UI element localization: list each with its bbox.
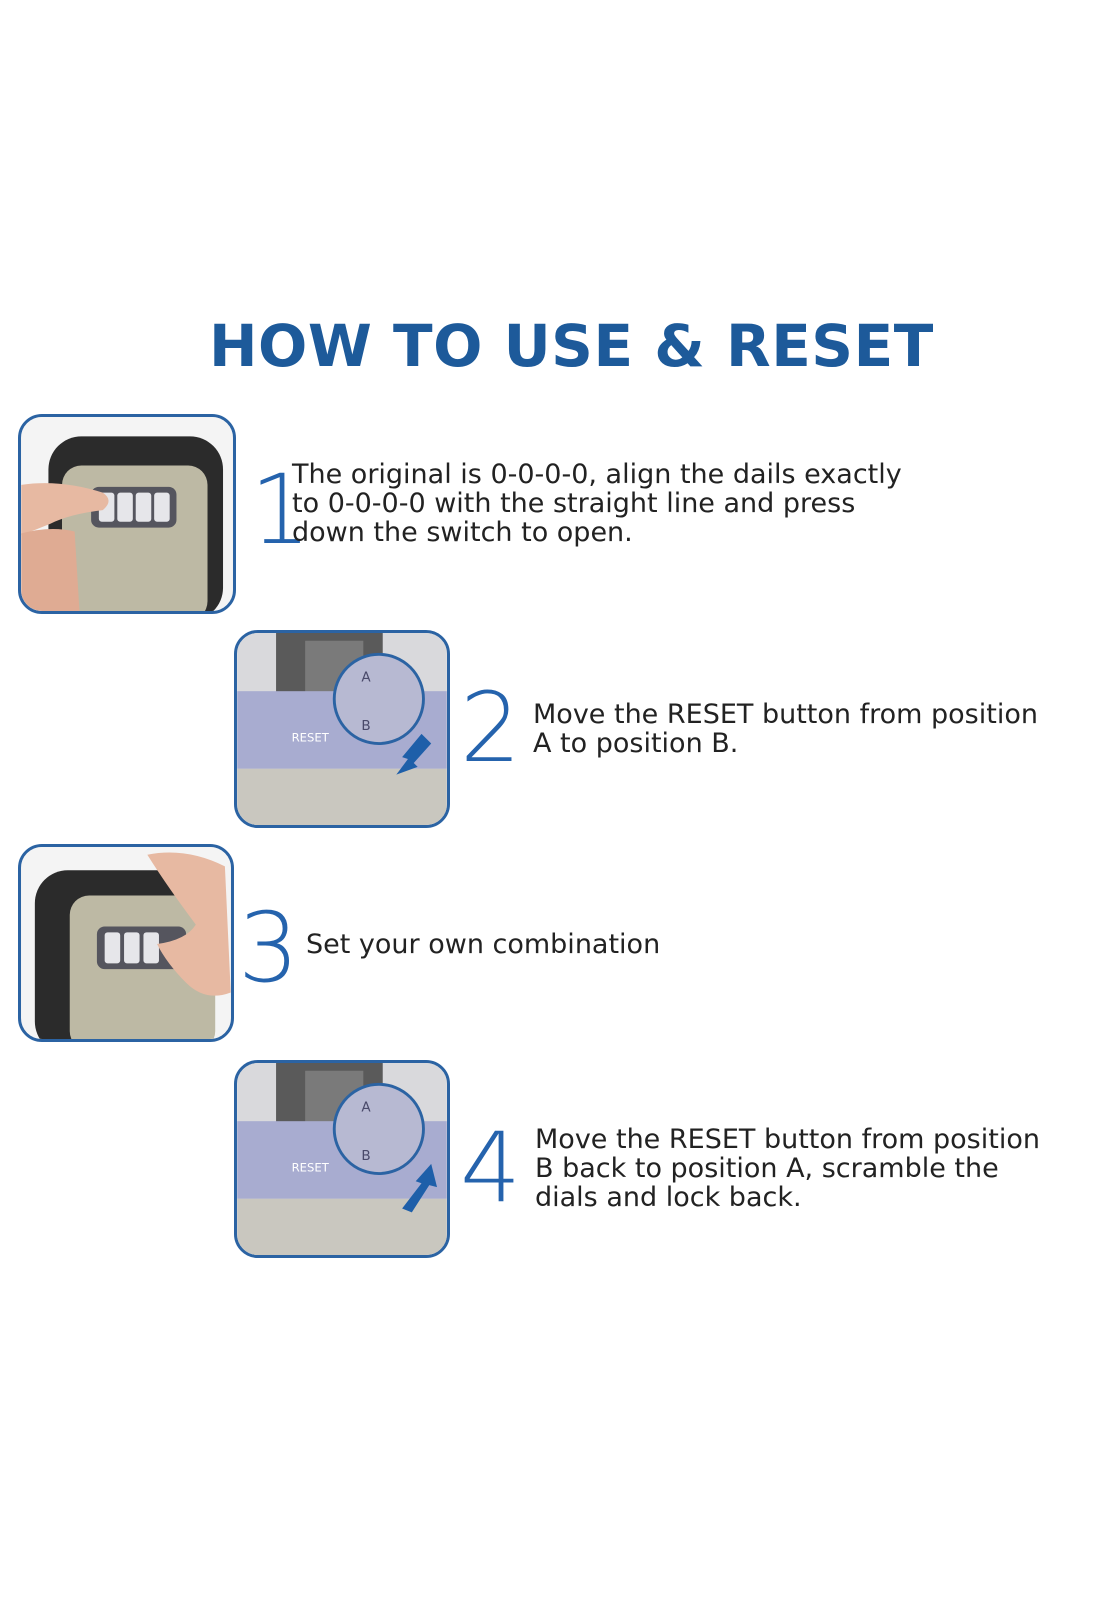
step-3-text: Set your own combination [306, 930, 660, 959]
reset-switch-back-image: A B RESET [237, 1063, 447, 1255]
step-4-photo: A B RESET [234, 1060, 450, 1258]
step-2-line: A to position B. [533, 728, 739, 759]
step-1-number: 1 [250, 454, 312, 566]
step-1-text: The original is 0-0-0-0, align the dails… [292, 460, 902, 547]
step-2-photo: A B RESET [234, 630, 450, 828]
step-3-photo [18, 844, 234, 1042]
reset-label: RESET [292, 731, 330, 745]
step-1-line: The original is 0-0-0-0, align the dails… [292, 459, 902, 490]
step-2-text: Move the RESET button from position A to… [533, 700, 1038, 758]
step-4-line: B back to position A, scramble the [535, 1153, 999, 1184]
reset-switch-image: A B RESET [237, 633, 447, 825]
step-1-photo [18, 414, 236, 614]
step-4-line: dials and lock back. [535, 1182, 802, 1213]
step-1-line: down the switch to open. [292, 517, 633, 548]
step-2-line: Move the RESET button from position [533, 699, 1038, 730]
step-3-number: 3 [238, 892, 300, 1004]
switch-label-b: B [361, 1148, 370, 1164]
step-4-text: Move the RESET button from position B ba… [535, 1125, 1040, 1212]
step-4-line: Move the RESET button from position [535, 1124, 1040, 1155]
page-title: HOW TO USE & RESET [209, 312, 934, 380]
switch-label-a: A [361, 669, 371, 685]
switch-label-a: A [361, 1099, 371, 1115]
reset-label: RESET [292, 1161, 330, 1175]
switch-label-b: B [361, 718, 370, 734]
step-1-line: to 0-0-0-0 with the straight line and pr… [292, 488, 856, 519]
arrow-up-icon [402, 1163, 438, 1213]
step-3-line: Set your own combination [306, 929, 661, 960]
arrow-down-icon [396, 733, 432, 775]
step-4-number: 4 [460, 1112, 522, 1224]
set-combination-image [21, 847, 231, 1039]
step-2-number: 2 [460, 672, 522, 784]
lockbox-dial-image [21, 417, 233, 611]
